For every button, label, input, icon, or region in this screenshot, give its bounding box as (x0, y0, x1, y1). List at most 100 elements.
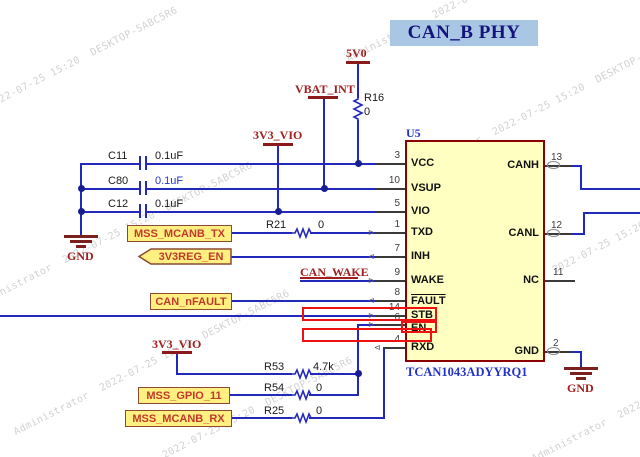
pin-arrow-icon: ⊳ (368, 276, 375, 285)
wire-r16-vcc (357, 120, 359, 165)
port-mss-gpio-11[interactable]: MSS_GPIO_11 (138, 387, 230, 404)
wire-canh-c (580, 188, 640, 190)
wire-3v3vio (277, 146, 279, 213)
resistor-value: 4.7k (313, 361, 334, 373)
cap-plate (139, 204, 141, 218)
cap-plate (145, 204, 147, 218)
gnd-bar-icon (70, 240, 92, 243)
port-can-nfault[interactable]: CAN_nFAULT (150, 293, 232, 310)
junction-dot (355, 370, 362, 377)
wire-fault (230, 300, 377, 302)
cap-ref: C80 (108, 175, 129, 187)
junction-dot (355, 160, 362, 167)
ic-tcan1043-body[interactable] (405, 140, 545, 362)
power-label: 5V0 (346, 46, 367, 60)
port-mss-mcanb-rx[interactable]: MSS_MCANB_RX (125, 410, 232, 427)
cap-ref: C11 (108, 150, 128, 162)
cap-plate (145, 181, 147, 195)
pin-number: 11 (553, 267, 564, 278)
cap-value: 0.1uF (155, 175, 184, 187)
resistor-value: 0 (318, 219, 325, 231)
junction-dot (78, 208, 85, 215)
annotation-box-en-label[interactable] (401, 321, 437, 333)
wire-vio (147, 211, 377, 213)
port-label: MSS_GPIO_11 (146, 389, 222, 402)
wire-vbat (323, 99, 325, 190)
pin-name-vsup: VSUP (411, 182, 441, 194)
wire-gnd2-b (580, 351, 582, 367)
wire-vio-left (80, 211, 140, 213)
wire-r25-right (309, 417, 385, 419)
port-label: CAN_nFAULT (155, 295, 227, 308)
port-mss-mcanb-tx[interactable]: MSS_MCANB_TX (127, 225, 232, 242)
power-bar-icon (263, 143, 293, 146)
gnd-bar-icon (576, 377, 586, 380)
gnd-bar-icon (64, 235, 98, 238)
gnd-label: GND (567, 381, 594, 395)
pin-stub-fault (376, 300, 405, 302)
cap-plate (139, 156, 141, 170)
pin-stub-stb (376, 315, 405, 317)
pin-name-vcc: VCC (411, 157, 435, 169)
port-label: MSS_MCANB_TX (133, 227, 226, 240)
junction-dot (275, 208, 282, 215)
pin-number: 1 (394, 219, 400, 230)
pin-name-canl: CANL (508, 227, 539, 239)
pin-name-nc: NC (523, 274, 539, 286)
power-label: 3V3_VIO (152, 337, 202, 351)
wire-vcc (147, 163, 377, 165)
wire-r54-vert (357, 373, 359, 395)
pin-stub-vsup (376, 188, 405, 190)
pin-stub-wake (376, 280, 405, 282)
pin-number: 13 (551, 152, 563, 163)
sheet-title[interactable]: CAN_B PHY (390, 20, 538, 46)
wire-canl-c (583, 212, 640, 214)
ic-part-number: TCAN1043ADYYRQ1 (406, 365, 528, 379)
annotation-box-en-wire[interactable] (302, 328, 432, 342)
wire-canl-a (572, 233, 585, 235)
wire-canl-b (583, 212, 585, 235)
wire-txd-left (230, 232, 292, 234)
port-label: 3V3REG_EN (158, 250, 224, 263)
resistor-ref: R54 (264, 382, 285, 394)
pin-number: 6 (394, 312, 400, 323)
power-bar-icon (346, 61, 370, 64)
wire-r54-left (228, 394, 292, 396)
wire-5v0-r16 (357, 64, 359, 98)
pin-number: 2 (553, 338, 559, 349)
wire-vcc-left (80, 163, 140, 165)
pin-name-rxd: RXD (411, 341, 435, 353)
pin-number: 5 (394, 198, 400, 209)
wire-inh (230, 256, 377, 258)
pin-stub-txd (376, 232, 405, 234)
power-label: VBAT_INT (295, 82, 355, 96)
wire-vsup-left (80, 188, 140, 190)
cap-value: 0.1uF (155, 198, 184, 210)
gnd-bar-icon (76, 245, 86, 248)
ic-designator: U5 (406, 126, 421, 140)
resistor-ref: R25 (264, 405, 285, 417)
pin-arrow-icon: ⊲ (374, 343, 381, 352)
wire-txd-right (310, 232, 377, 234)
pin-stub-vcc (376, 163, 405, 165)
wire-vsup (147, 188, 377, 190)
pin-stub-en (376, 324, 405, 326)
pin-name-txd: TXD (411, 226, 433, 238)
pin-arrow-icon: ⊲ (368, 296, 375, 305)
port-label: MSS_MCANB_RX (132, 412, 225, 425)
wire-canh-a (572, 165, 582, 167)
pin-number: 8 (394, 287, 400, 298)
wire-en-vert (357, 324, 359, 374)
wire-r54-right (309, 394, 359, 396)
resistor-value: 0 (316, 382, 323, 394)
pin-analog-icon (547, 161, 560, 169)
power-label: 3V3_VIO (253, 128, 303, 142)
pin-stub-rxd (383, 347, 405, 349)
power-bar-icon (162, 351, 192, 354)
resistor-ref: R16 (364, 92, 385, 104)
pin-name-fault: FAULT (411, 295, 446, 307)
annotation-box-stb[interactable] (302, 307, 437, 321)
pin-number: 7 (394, 243, 400, 254)
power-bar-icon (308, 96, 338, 99)
